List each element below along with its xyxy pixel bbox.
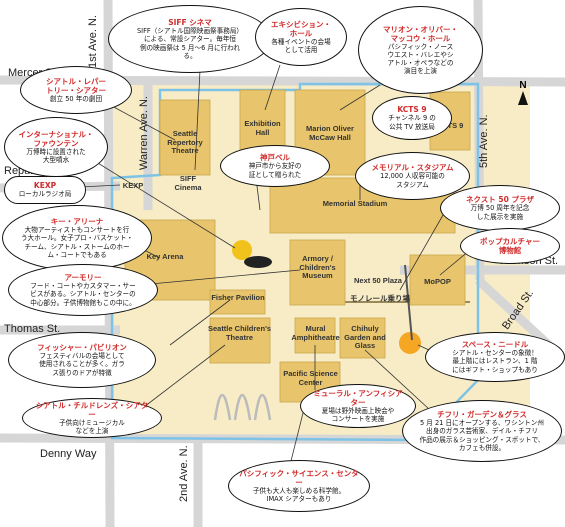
callout-chihuly: チフリ・ガーデン＆グラス 5 月 21 日にオープンする、ワシントン州 出身のガ…: [402, 400, 562, 462]
label-mural: Mural Amphitheatre: [291, 324, 340, 342]
label-key-arena: Key Arena: [146, 252, 184, 261]
callout-exhibition: エキシビション・ ホール 各種イベントの会場 として活用: [255, 8, 347, 66]
callout-fountain: インターナショナル・ ファウンテン 万博時に設置された 大型噴水: [4, 117, 108, 177]
callout-kexp: KEXP ローカルラジオ局: [4, 176, 86, 204]
callout-mural: ミューラル・アンフィシアター 夏場は野外映画上映会や コンサートを実施: [300, 384, 416, 428]
international-fountain: [232, 240, 252, 260]
label-memorial: Memorial Stadium: [322, 199, 388, 208]
callout-needle: スペース・ニードル シアトル・センターの象徴！ 最上階にはレストラン、1 階 に…: [425, 332, 565, 382]
pacific-arches: [213, 394, 272, 421]
label-chihuly: Chihuly Garden and Glass: [344, 324, 386, 351]
mopop-building: [409, 254, 466, 306]
callout-kcts: KCTS 9 チャンネル 9 の 公共 TV 放送局: [372, 96, 452, 140]
label-childrens: Seattle Children's Theatre: [207, 324, 272, 342]
fisher-building: [209, 289, 266, 315]
callout-next50: ネクスト 50 プラザ 万博 50 周年を記念 した展示を実施: [440, 185, 560, 231]
callout-fisher: フィッシャー・パビリオン フェスティバルの会場として 使用されることが多く。ガラ…: [8, 332, 156, 388]
label-exhibition: Exhibition Hall: [244, 119, 281, 137]
street-thomas: Thomas St.: [4, 323, 61, 335]
childrens-building: [209, 317, 271, 364]
seattle-rep-building: [159, 99, 211, 176]
callout-pacific: パシフィック・サイエンス・センター 子供も大人も楽しめる科学館。 IMAX シア…: [228, 460, 370, 512]
callout-armory: アーモリー フード・コートやカスタマー・サー ビスがある。シアトル・センターの …: [8, 264, 158, 316]
label-mopop: MoPOP: [424, 277, 451, 286]
callout-mccaw: マリオン・オリバー・ マッコウ・ホール パシフィック・ノース ウエスト・バレエや…: [358, 6, 483, 94]
label-pacific: Pacific Science Center: [283, 369, 338, 387]
callout-key-arena: キー・アリーナ 大物アーティストもコンサートを行 う大ホール。女子プロ・バスケッ…: [2, 205, 152, 271]
space-needle-tower: [404, 264, 413, 341]
space-needle-base: [399, 332, 421, 354]
label-siff: SIFF Cinema: [174, 174, 202, 192]
label-next50: Next 50 Plaza: [354, 276, 402, 285]
exhibition-building: [239, 89, 286, 156]
label-monorail: モノレール乗り場: [350, 294, 410, 303]
street-warren: Warren Ave. N.: [138, 96, 150, 170]
label-armory: Armory / Children's Museum: [299, 254, 336, 281]
label-kexp: KEXP: [122, 181, 144, 190]
street-fifth: 5th Ave. N.: [478, 114, 490, 168]
label-fisher: Fisher Pavilion: [211, 293, 265, 302]
callout-siff: SIFF シネマ SIFF（シアトル国際映画祭事務局） による、常設シアター。毎…: [108, 5, 272, 73]
label-seattle-rep: Seattle Repertory Theatre: [167, 129, 203, 156]
callout-bell: 神戸ベル 神戸市から友好の 証として贈られた: [220, 145, 330, 187]
armory-building: [289, 239, 346, 306]
label-mccaw: Marion Oliver McCaw Hall: [306, 124, 354, 142]
street-denny: Denny Way: [40, 448, 97, 460]
callout-mopop: ポップカルチャー 博物館: [460, 228, 560, 264]
fountain-dome: [244, 256, 272, 268]
callout-memorial: メモリアル・スタジアム 12,000 人収容可能の スタジアム: [355, 152, 470, 200]
callout-childrens: シアトル・チルドレンズ・シアター 子供向けミュージカル などを上演: [22, 398, 162, 438]
street-first-ave: 1st Ave. N.: [87, 15, 99, 68]
chihuly-building: [339, 317, 386, 359]
callout-seattle-rep: シアトル・レパー トリー・シアター 創立 50 年の劇団: [20, 66, 132, 114]
street-second-ave: 2nd Ave. N.: [178, 445, 190, 502]
north-arrow-icon: N: [518, 80, 528, 105]
